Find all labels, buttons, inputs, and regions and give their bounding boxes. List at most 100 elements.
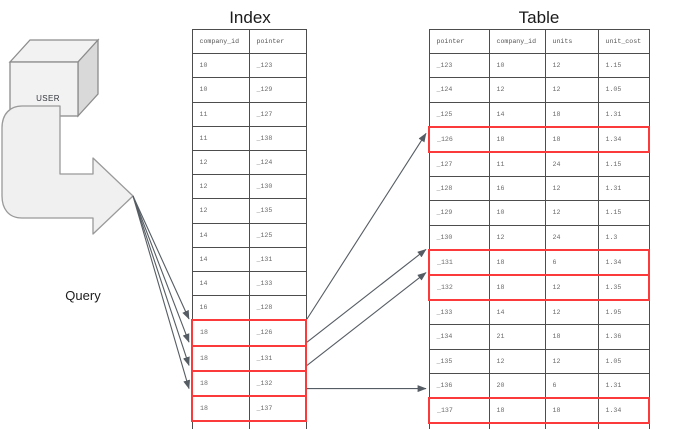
table-cell-pointer: _137 [428,397,490,425]
table-cell-company-id: 12 [488,224,546,251]
index-row: 11_138 [191,125,307,152]
index-cell-pointer: _135 [248,198,307,224]
index-row: 18_132 [191,369,307,398]
index-cell-company-id: 18 [191,344,250,372]
table-cell-company-id: 18 [488,397,546,425]
table-header-company-id: company_id [488,28,546,55]
table-cell-pointer: _128 [428,176,490,202]
index-cell-company-id: 10 [191,53,250,79]
index-to-table-arrow [306,272,427,366]
index-cell-pointer: _131 [248,246,307,273]
table-cell-pointer: _138 [428,422,490,429]
table-cell-company-id: 20 [488,372,546,399]
table-cell-units: 18 [544,324,599,350]
index-row: 12_130 [191,174,307,200]
table-cell-company-id: 18 [488,125,546,154]
table-cell-pointer: _136 [428,372,490,399]
table-cell-company-id: 14 [488,299,546,326]
table-cell-pointer: _134 [428,324,490,350]
table-cell-pointer: _129 [428,200,490,226]
index-cell-pointer: _131 [248,344,307,372]
index-cell-pointer: _123 [248,53,307,79]
table-cell-units: 18 [544,397,599,425]
table-cell-company-id: 18 [488,274,546,302]
table-row: _13811241.15 [428,422,650,429]
index-row: 12_135 [191,198,307,224]
index-cell-pointer: _138 [248,125,307,152]
index-cell-company-id: 16 [191,295,250,321]
table-cell-unit-cost: 1.15 [597,422,650,429]
index-row: 11_127 [191,101,307,127]
index-cell-company-id: 14 [191,246,250,273]
table-cell-company-id: 11 [488,151,546,178]
table-cell-unit-cost: 1.15 [597,200,650,226]
table-cell-units: 12 [544,176,599,202]
table-cell-units: 24 [544,151,599,178]
table-cell-pointer: _127 [428,151,490,178]
index-header-pointer: pointer [248,28,307,55]
index-cell-company-id: 10 [191,77,250,103]
query-label: Query [65,288,101,303]
table-cell-units: 24 [544,224,599,251]
index-row: 18_131 [191,344,307,372]
table-cell-company-id: 10 [488,53,546,79]
index-cell-company-id: 14 [191,222,250,248]
index-cell-pointer: _129 [248,77,307,103]
table-cell-company-id: 18 [488,248,546,277]
table-cell-unit-cost: 1.31 [597,176,650,202]
table-cell-pointer: _126 [428,125,490,154]
index-row: 14_131 [191,246,307,273]
table-cell-company-id: 14 [488,101,546,128]
index-row: 10_123 [191,53,307,79]
table-cell-pointer: _123 [428,53,490,79]
table-cell-unit-cost: 1.95 [597,299,650,326]
table-cell-unit-cost: 1.15 [597,53,650,79]
table-cell-units: 18 [544,125,599,154]
table-cell-pointer: _125 [428,101,490,128]
table-header-unit-cost: unit_cost [597,28,650,55]
table-title: Table [518,8,560,27]
table-cell-pointer: _135 [428,348,490,374]
index-row: 16_128 [191,295,307,321]
table-cell-company-id: 21 [488,324,546,350]
index-to-table-arrow [306,132,427,320]
table-cell-unit-cost: 1.31 [597,372,650,399]
index-title: Index [229,8,271,27]
index-cell-pointer: _137 [248,395,307,423]
table-cell-unit-cost: 1.31 [597,101,650,128]
index-row: 14_125 [191,222,307,248]
index-cell-pointer: _132 [248,369,307,398]
table-cell-unit-cost: 1.34 [597,248,650,277]
table-cell-pointer: _133 [428,299,490,326]
index-row: 12_124 [191,150,307,176]
table-cell-unit-cost: 1.34 [597,397,650,425]
table-cell-unit-cost: 1.3 [597,224,650,251]
table-cell-unit-cost: 1.35 [597,274,650,302]
index-cell-company-id: 12 [191,150,250,176]
index-row: 14_133 [191,271,307,297]
table-cell-company-id: 11 [488,422,546,429]
index-cell-pointer: _130 [248,174,307,200]
table-cell-company-id: 16 [488,176,546,202]
table-cell-unit-cost: 1.05 [597,77,650,103]
table-cell-unit-cost: 1.34 [597,125,650,154]
table-cell-units: 12 [544,299,599,326]
table-cell-pointer: _124 [428,77,490,103]
index-cell-company-id: 11 [191,125,250,152]
table-cell-units: 12 [544,53,599,79]
